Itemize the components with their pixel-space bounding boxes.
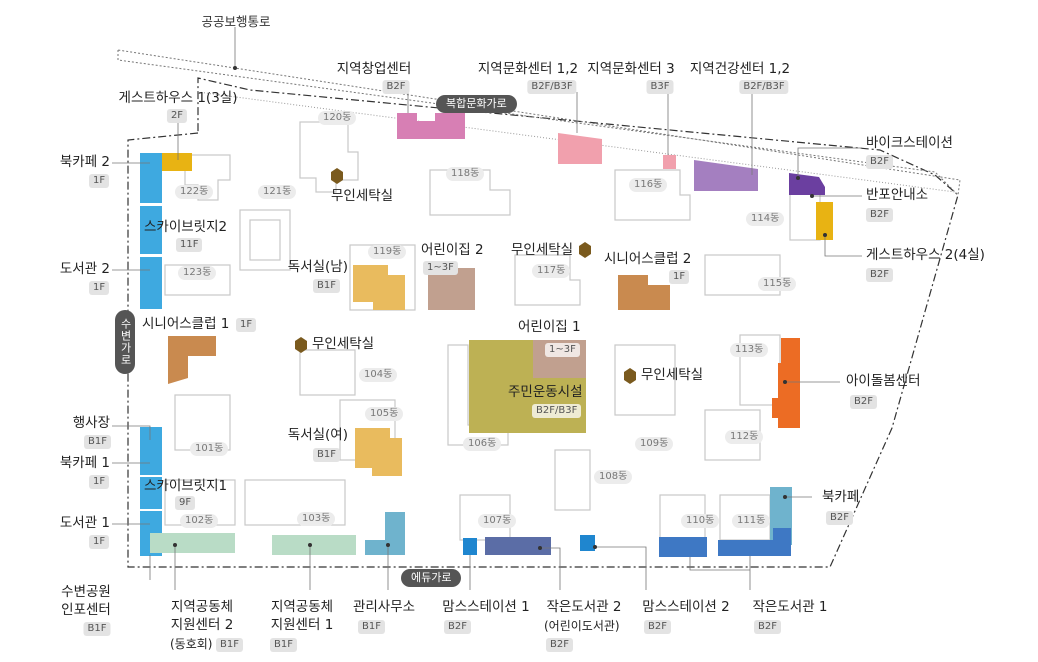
- block-guest1: [162, 153, 192, 171]
- block-culture3: [663, 155, 676, 169]
- outline-116: [614, 169, 691, 221]
- dot-comm1: [308, 543, 312, 547]
- block-mom1: [463, 538, 477, 555]
- dot-mom2: [593, 545, 597, 549]
- outline-113: [739, 334, 781, 406]
- outline-112: [704, 409, 761, 461]
- block-cafe2: [140, 153, 162, 203]
- block-mom2: [659, 537, 707, 557]
- outline-110: [659, 494, 706, 541]
- outline-102: [164, 479, 236, 526]
- outline-103: [244, 479, 346, 526]
- block-library2: [140, 257, 162, 309]
- block-study-f: [355, 428, 402, 476]
- leader-smalllib2: [540, 547, 561, 590]
- laundry-hex-4: [624, 368, 636, 384]
- block-senior1: [168, 336, 216, 384]
- outline-104: [299, 349, 356, 396]
- outline-120: [299, 121, 359, 193]
- block-smalllib2: [485, 537, 551, 555]
- dot-idol: [783, 380, 787, 384]
- laundry-hex-2: [579, 242, 591, 258]
- block-mgmt: [365, 512, 405, 555]
- outline-115: [704, 254, 781, 296]
- outline-108: [554, 449, 591, 511]
- block-study-m: [353, 265, 405, 310]
- block-health12: [694, 160, 758, 191]
- leader-mom2b: [689, 557, 750, 571]
- block-community1: [272, 535, 356, 555]
- dot-public: [233, 66, 237, 70]
- dot-guest2: [823, 233, 827, 237]
- block-culture12: [558, 133, 602, 164]
- outline-114: [789, 189, 821, 241]
- outline-107: [459, 494, 511, 541]
- outline-111: [719, 494, 771, 541]
- outline-101: [174, 394, 231, 451]
- block-daycare2: [428, 268, 475, 310]
- dot-cafe3: [783, 495, 787, 499]
- block-bike: [789, 173, 825, 195]
- leader-guest2: [824, 235, 862, 257]
- block-small-blue: [580, 535, 595, 551]
- outline-109: [614, 344, 676, 416]
- laundry-hex-1: [331, 168, 343, 184]
- block-skybridge2: [140, 206, 162, 254]
- outline-123: [164, 264, 231, 296]
- outline-121: [239, 209, 291, 271]
- dot-smalllib2: [538, 546, 542, 550]
- dot-mgmt: [386, 543, 390, 547]
- block-community2: [150, 533, 235, 553]
- block-daycare1: [533, 340, 586, 378]
- block-event: [140, 427, 162, 475]
- dot-bike: [796, 176, 800, 180]
- site-boundary: [127, 77, 959, 568]
- laundry-hex-3: [295, 337, 307, 353]
- dot-info: [810, 194, 814, 198]
- block-senior2: [618, 275, 670, 310]
- leader-bike: [797, 147, 862, 178]
- public-walk-path: [117, 49, 961, 197]
- block-changup: [397, 113, 465, 139]
- outline-117: [514, 254, 581, 306]
- dot-comm2: [173, 543, 177, 547]
- block-smalllib1: [718, 528, 791, 556]
- leader-event: [112, 425, 151, 440]
- block-skybridge1: [140, 477, 162, 509]
- outline-118: [429, 169, 511, 216]
- leader-mom2: [595, 546, 647, 590]
- block-guest2: [816, 202, 833, 240]
